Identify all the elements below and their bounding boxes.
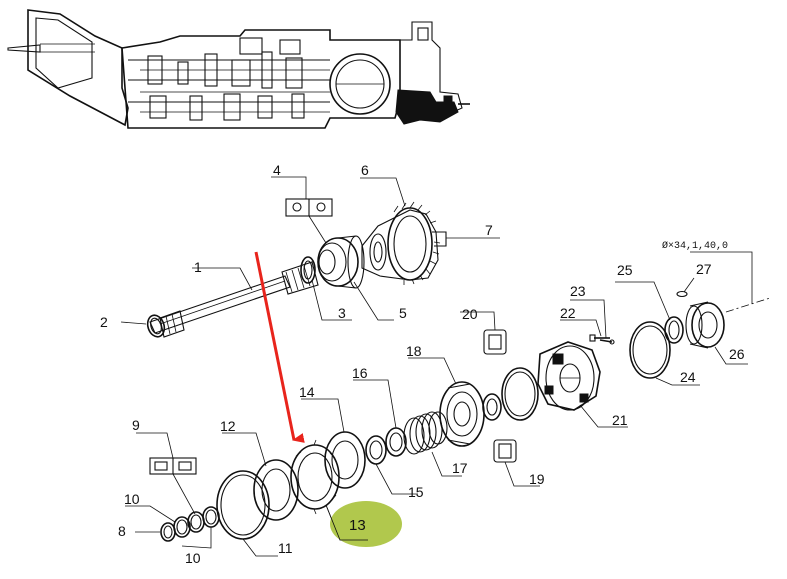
part-13-disc [290,439,340,515]
part-1-shaft [149,261,319,338]
part-24-ring [629,321,671,379]
part-12-disc [253,459,299,521]
gearbox-overview-sketch [7,9,470,129]
callout-25: 25 [617,262,633,278]
part-5-bearing [317,235,365,289]
part-2-seal-ring [146,314,166,338]
part-26-flange [685,301,725,349]
highlight-marker [330,501,402,547]
callout-10-lower: 10 [185,550,201,566]
callout-19: 19 [529,471,545,487]
callout-8: 8 [118,523,126,539]
callout-labels: 1 2 3 4 5 6 7 8 9 10 10 11 12 14 15 16 1… [100,162,745,566]
callout-18: 18 [406,343,422,359]
callout-13: 13 [349,517,366,534]
part-21-carrier [537,341,601,411]
callout-11: 11 [278,540,293,556]
part-6-gear [361,201,447,285]
callout-17: 17 [452,460,468,476]
callout-4: 4 [273,162,281,178]
part-20-bush [483,329,507,355]
callout-27: 27 [696,261,712,277]
part-25-ring [664,316,684,344]
part-14-disc [324,431,366,489]
part-10-needle-bearings [173,506,220,538]
part-23-bolt [599,339,615,345]
part-3-ring [300,256,316,284]
callout-7: 7 [485,222,493,238]
callout-16: 16 [352,365,368,381]
part-22-screw [589,334,610,342]
callout-3: 3 [338,305,346,321]
callout-15: 15 [408,484,424,500]
callout-5: 5 [399,305,407,321]
part-8-circlip [160,522,176,542]
red-pointer-arrow [254,251,305,443]
part-11-snap-ring [216,470,270,540]
callout-10-upper: 10 [124,491,140,507]
callout-9: 9 [132,417,140,433]
part-rings-set [482,367,539,421]
callout-1: 1 [194,259,202,275]
part-18-hub [439,381,485,447]
callout-14: 14 [299,384,315,400]
callout-23: 23 [570,283,586,299]
callout-20: 20 [462,306,478,322]
callout-2: 2 [100,314,108,330]
callout-26: 26 [729,346,745,362]
part-15-ring [365,435,387,465]
part-16-ring [385,427,407,457]
part-4-bearing-symbol [285,198,333,217]
part-27-pin [676,290,688,298]
callout-21: 21 [612,412,628,428]
callout-24: 24 [680,369,696,385]
part-17-spring-pack [403,411,448,455]
callout-6: 6 [361,162,369,178]
reference-code: Ø×34,1,40,0 [662,240,728,252]
leader-lines [120,176,753,557]
callout-22: 22 [560,305,576,321]
part-19-bush [493,439,517,463]
part-9-bearing-symbol [149,457,197,475]
callout-12: 12 [220,418,236,434]
